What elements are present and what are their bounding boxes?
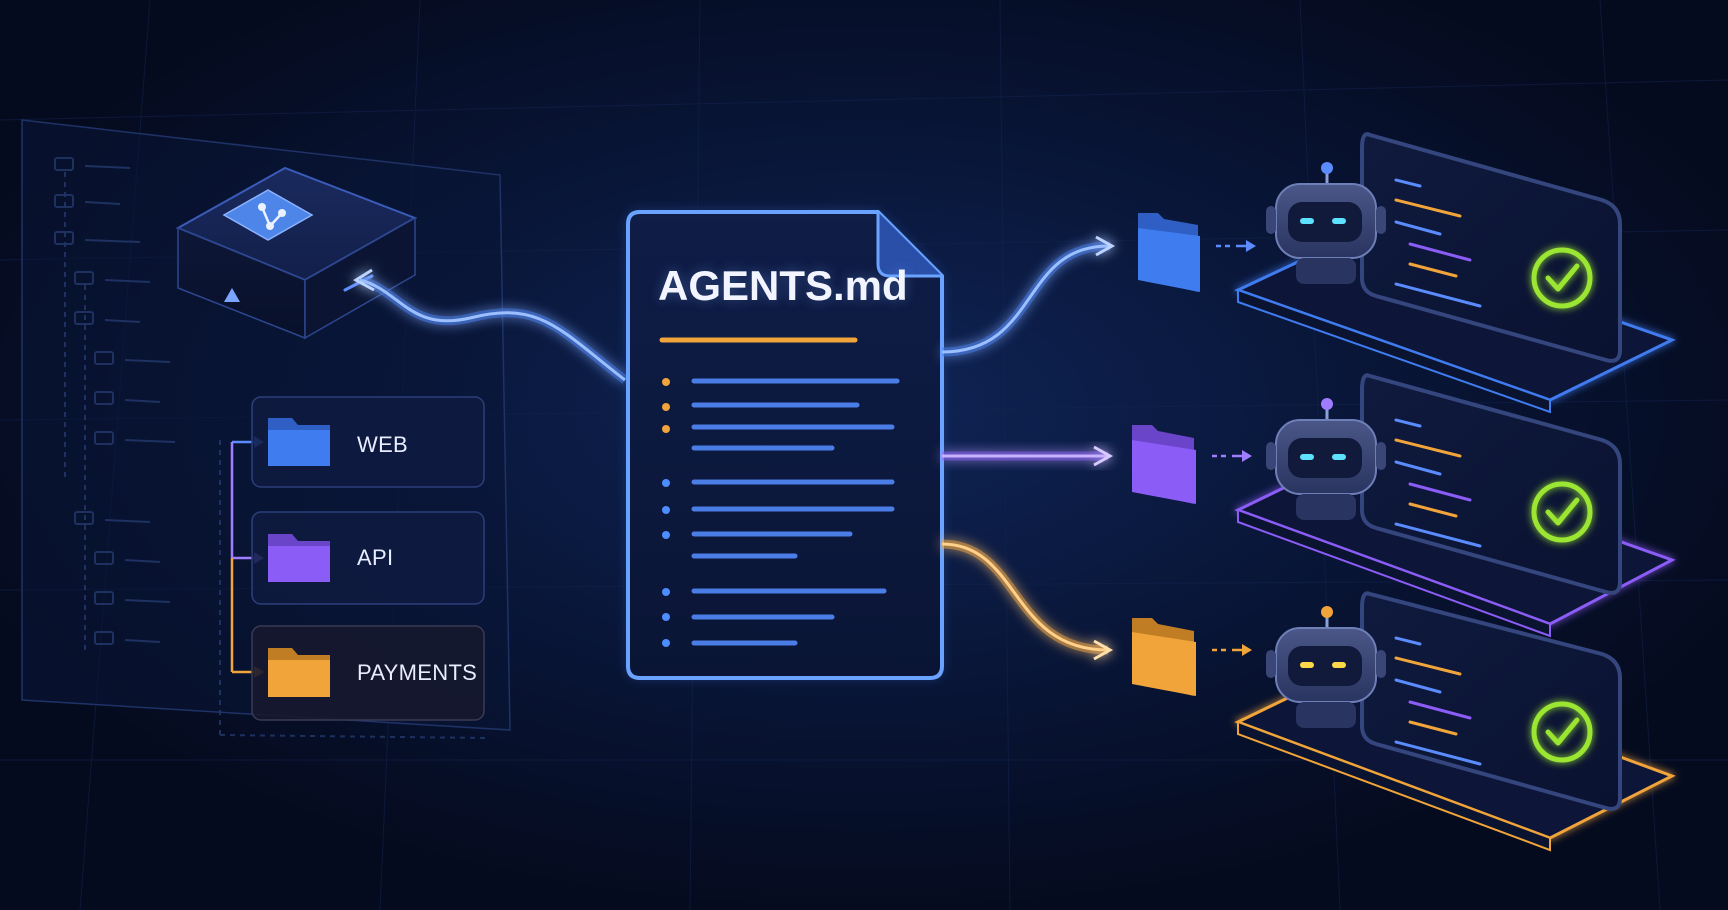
flow-to-web-agent <box>941 235 1116 357</box>
git-branch-icon <box>222 189 314 241</box>
flow-doc-to-repo <box>353 268 628 384</box>
folder-icon <box>1132 425 1196 504</box>
code-lines <box>1394 636 1482 766</box>
folder-icon <box>1132 618 1196 696</box>
check-circle-icon <box>1531 247 1593 309</box>
code-lines <box>1394 178 1482 308</box>
robot-icon <box>1266 398 1386 520</box>
robot-icon <box>1266 162 1386 284</box>
folder-label-api: API <box>357 545 394 570</box>
folder-icon <box>268 534 330 582</box>
agent-station-payments <box>1132 591 1676 852</box>
agents-md-document[interactable] <box>626 210 944 680</box>
folder-label-payments: PAYMENTS <box>357 660 478 685</box>
document-lines <box>662 378 900 647</box>
check-circle-icon <box>1531 701 1593 763</box>
folder-card-api[interactable] <box>251 511 485 605</box>
code-lines <box>1394 418 1482 548</box>
folder-icon <box>268 648 330 697</box>
folder-icon <box>1138 213 1200 292</box>
folder-card-payments[interactable] <box>251 625 485 721</box>
folder-icon <box>268 418 330 466</box>
check-circle-icon <box>1531 481 1593 543</box>
agent-station-api <box>1132 373 1676 638</box>
robot-icon <box>1266 606 1386 728</box>
flow-to-api-agent <box>942 445 1114 467</box>
folder-card-web[interactable] <box>251 396 485 488</box>
document-title: AGENTS.md <box>658 262 908 309</box>
agent-station-web <box>1138 132 1676 414</box>
repository-block <box>175 166 418 340</box>
folder-label-web: WEB <box>357 432 409 457</box>
flow-to-payments-agent <box>941 539 1114 661</box>
